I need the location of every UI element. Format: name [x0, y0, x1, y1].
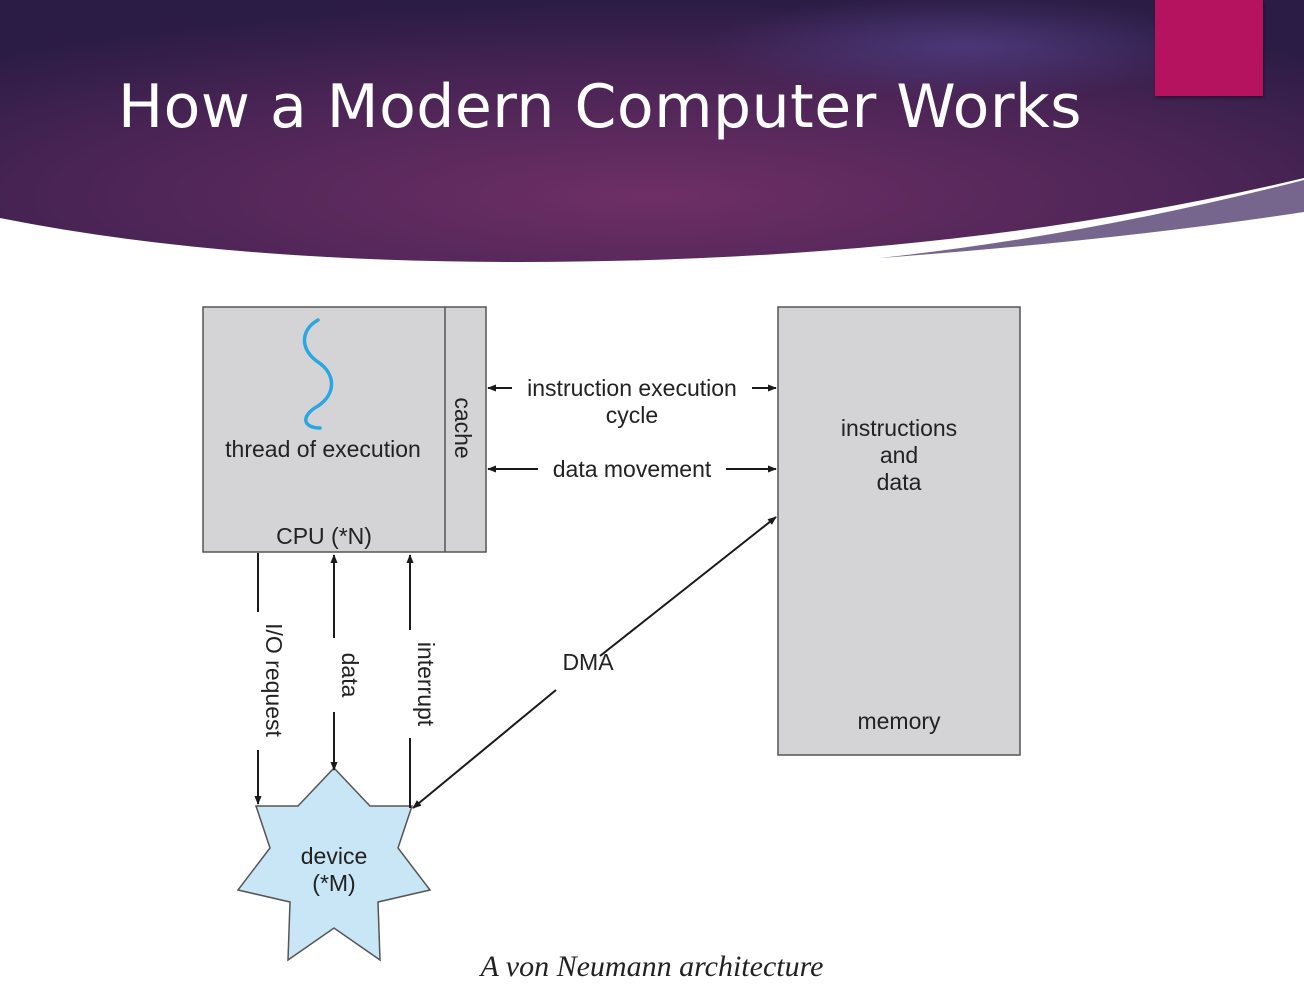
- device-star: [236, 766, 432, 962]
- instruction-cycle-label-line1: instruction execution: [527, 375, 737, 401]
- thread-of-execution-label: thread of execution: [225, 436, 421, 462]
- slide-caption: A von Neumann architecture: [480, 950, 824, 983]
- title-banner: [0, 0, 1304, 262]
- dma-arrow-to-memory: [599, 516, 777, 657]
- memory-contents-line3: data: [877, 469, 922, 495]
- device-label-line2: (*M): [312, 870, 355, 896]
- data-label: data: [337, 653, 363, 698]
- dma-label: DMA: [562, 649, 614, 675]
- dma-arrow-to-device: [412, 689, 557, 809]
- memory-box: [777, 306, 1021, 756]
- io-request-label: I/O request: [261, 623, 287, 737]
- interrupt-label: interrupt: [413, 642, 439, 727]
- slide-title: How a Modern Computer Works: [118, 72, 1083, 142]
- memory-contents-line1: instructions: [841, 415, 957, 441]
- data-movement-label: data movement: [553, 456, 712, 482]
- cpu-label: CPU (*N): [276, 523, 372, 549]
- cache-label: cache: [450, 397, 476, 458]
- device-label-line1: device: [301, 843, 367, 869]
- thread-squiggle-icon: [302, 318, 334, 430]
- memory-contents-line2: and: [880, 442, 918, 468]
- accent-square: [1155, 0, 1263, 96]
- instruction-cycle-label-line2: cycle: [606, 402, 658, 428]
- memory-label: memory: [857, 708, 941, 734]
- cpu-box: [202, 306, 487, 553]
